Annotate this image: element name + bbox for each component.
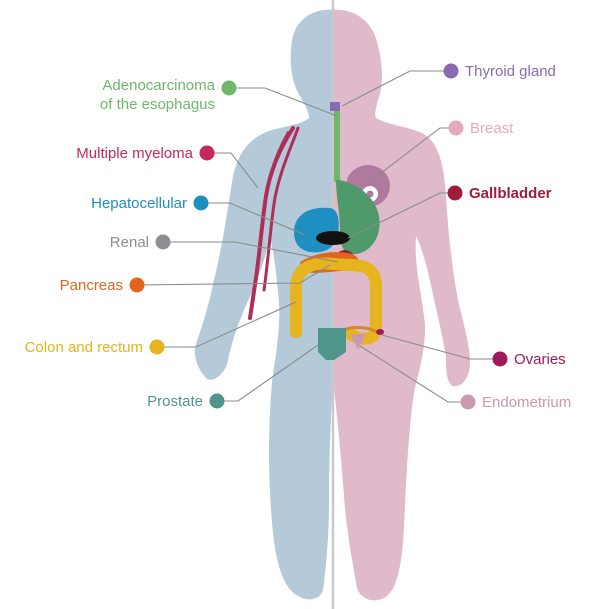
dot-ovaries	[492, 351, 508, 367]
dot-prostate	[209, 393, 225, 409]
label-prostate: Prostate	[147, 393, 203, 410]
dot-breast	[448, 120, 464, 136]
male-body-half	[194, 9, 333, 600]
label-hepatocellular: Hepatocellular	[91, 195, 187, 212]
leader-thyroid	[341, 70, 451, 107]
label-gallbladder: Gallbladder	[469, 185, 552, 202]
labels: Adenocarcinoma of the esophagus Multiple…	[25, 63, 572, 411]
dot-renal	[155, 234, 171, 250]
label-pancreas: Pancreas	[60, 277, 123, 294]
prostate-organ	[318, 328, 346, 360]
thyroid-organ	[330, 102, 340, 111]
label-dots	[129, 63, 508, 410]
gallbladder-organ	[316, 231, 350, 245]
leader-ovaries	[381, 334, 500, 360]
leader-pancreas	[136, 264, 331, 286]
leader-colon-rectum	[157, 301, 297, 348]
leader-lines	[136, 70, 500, 403]
label-renal: Renal	[110, 234, 149, 251]
dot-gallbladder	[447, 185, 463, 201]
leader-adenocarcinoma	[229, 87, 338, 117]
dot-endometrium	[460, 394, 476, 410]
endometrium-organ	[350, 334, 366, 350]
dot-multiple-myeloma	[199, 145, 215, 161]
leader-renal	[163, 241, 339, 263]
label-adenocarcinoma-line2: of the esophagus	[100, 96, 215, 113]
female-body-half	[333, 9, 470, 601]
label-multiple-myeloma: Multiple myeloma	[76, 145, 193, 162]
dot-pancreas	[129, 277, 145, 293]
dot-colon-rectum	[149, 339, 165, 355]
dot-thyroid	[443, 63, 459, 79]
label-colon-rectum: Colon and rectum	[25, 339, 143, 356]
leader-multiple-myeloma	[207, 152, 259, 189]
label-breast: Breast	[470, 120, 514, 137]
label-thyroid: Thyroid gland	[465, 63, 556, 80]
label-adenocarcinoma-line1: Adenocarcinoma	[102, 77, 215, 94]
colon-organ	[290, 257, 382, 345]
label-endometrium: Endometrium	[482, 394, 571, 411]
label-ovaries: Ovaries	[514, 351, 566, 368]
multiple-myeloma-organ	[248, 126, 300, 320]
dot-adenocarcinoma	[221, 80, 237, 96]
dot-hepatocellular	[193, 195, 209, 211]
leader-hepatocellular	[201, 202, 306, 236]
